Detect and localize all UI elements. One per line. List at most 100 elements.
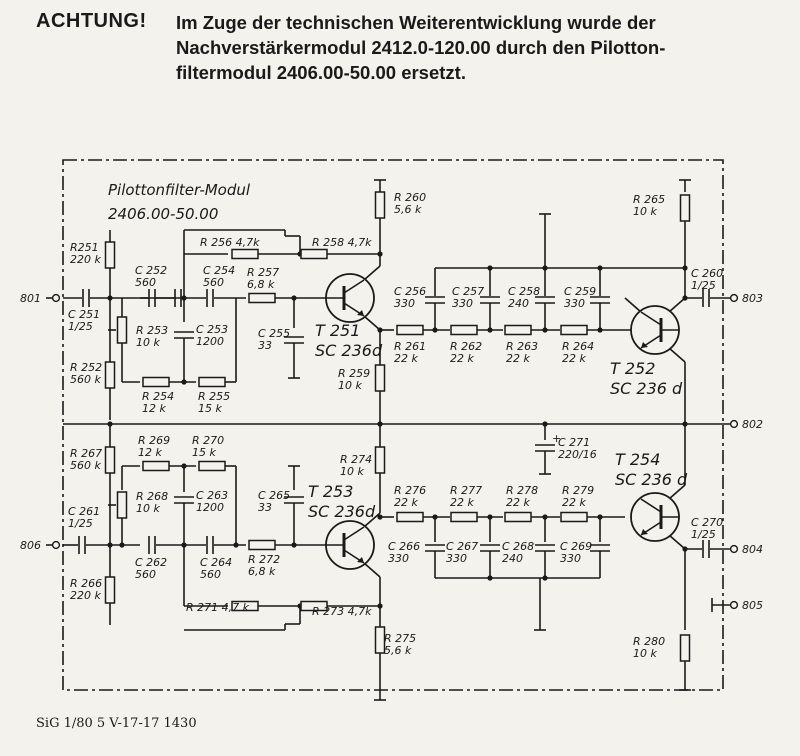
transistor-label-t253: T 253 [308, 482, 353, 501]
resistor-r278 [504, 511, 532, 523]
label-r275: R 275 [384, 632, 416, 645]
label-r267: R 267 [70, 447, 102, 460]
resistor-r259 [374, 364, 386, 392]
capacitor-c259 [590, 296, 610, 304]
resistor-r254 [142, 376, 170, 388]
label-c251: C 251 [68, 308, 100, 321]
junction-dot [377, 514, 383, 520]
label-c256: 330 [394, 297, 415, 310]
resistor-r277 [450, 511, 478, 523]
junction-dot [597, 327, 603, 333]
label-r280: R 280 [633, 635, 665, 648]
resistor-r276 [396, 511, 424, 523]
terminal-label-803: 803 [742, 292, 763, 305]
capacitor-c255 [284, 336, 304, 344]
label-c257: C 257 [452, 285, 484, 298]
terminal-label-804: 804 [742, 543, 763, 556]
capacitor-c264 [206, 536, 214, 554]
transistor-label-t254: T 254 [615, 450, 660, 469]
label-c269: 330 [560, 552, 581, 565]
module-part-number: 2406.00-50.00 [108, 205, 218, 223]
junction-dot [487, 514, 493, 520]
label-c256: C 256 [394, 285, 426, 298]
footer-code: SiG 1/80 5 V-17-17 1430 [36, 716, 197, 731]
capacitor-c252 [148, 289, 156, 307]
label-r278: 22 k [506, 496, 530, 509]
emitter-arrow [641, 342, 648, 348]
label-c257: 330 [452, 297, 473, 310]
label-r255: R 255 [198, 390, 230, 403]
capacitor-c263 [174, 496, 194, 504]
label-r276: 22 k [394, 496, 418, 509]
label-c263: 1200 [196, 501, 224, 514]
resistor-r272 [248, 539, 276, 551]
junction-dot [432, 514, 438, 520]
junction-dot [181, 542, 187, 548]
junction-dot [233, 542, 239, 548]
resistor-r269 [142, 460, 170, 472]
wire [668, 347, 686, 363]
label-r280: 10 k [633, 647, 657, 660]
junction-dot [181, 379, 187, 385]
resistor-r263 [504, 324, 532, 336]
junction-dot [377, 251, 383, 257]
label-r258: R 258 4,7k [312, 236, 372, 249]
wire [363, 315, 381, 331]
transistor-type-t252: SC 236 d [610, 379, 683, 398]
emitter-arrow [357, 557, 364, 563]
capacitor-c260 [702, 289, 710, 307]
label-r271: R 271 4,7 k [186, 601, 250, 614]
resistor-r280 [679, 634, 691, 662]
label-r259: R 259 [338, 367, 370, 380]
label-r272: 6,8 k [248, 565, 276, 578]
terminal-label-806: 806 [20, 539, 41, 552]
label-r261: R 261 [394, 340, 426, 353]
label-r270: R 270 [192, 434, 224, 447]
capacitor-c256 [425, 296, 445, 304]
resistor-r252 [104, 361, 116, 389]
label-r259: 10 k [338, 379, 362, 392]
terminal-804 [729, 544, 739, 554]
wire [363, 265, 381, 281]
label-r265: 10 k [633, 205, 657, 218]
resistor-r257 [248, 292, 276, 304]
module-title: Pilottonfilter-Modul [108, 181, 251, 199]
label-c261: 1/25 [68, 517, 93, 530]
label-r278: R 278 [506, 484, 538, 497]
label-r257: 6,8 k [247, 278, 275, 291]
resistor-r279 [560, 511, 588, 523]
emitter-arrow [641, 529, 648, 535]
junction-dot [542, 575, 548, 581]
polarity-mark: + [552, 432, 561, 445]
resistor-r260 [374, 191, 386, 219]
label-c260: C 260 [691, 267, 723, 280]
label-r274: 10 k [340, 465, 364, 478]
label-r268: R 268 [136, 490, 168, 503]
label-r264: R 264 [562, 340, 594, 353]
terminal-label-802: 802 [742, 418, 763, 431]
transistor-T253 [325, 520, 375, 570]
label-c262: C 262 [135, 556, 167, 569]
junction-dot [107, 295, 113, 301]
junction-dot [682, 265, 688, 271]
label-r274: R 274 [340, 453, 372, 466]
resistor-r264 [560, 324, 588, 336]
label-r256: R 256 4,7k [200, 236, 260, 249]
label-c253: C 253 [196, 323, 228, 336]
label-c255: C 255 [258, 327, 290, 340]
label-r254: 12 k [142, 402, 166, 415]
label-c268: 240 [502, 552, 523, 565]
label-c266: C 266 [388, 540, 420, 553]
transistor-type-t251: SC 236d [315, 341, 383, 360]
label-c267: C 267 [446, 540, 478, 553]
label-c259: 330 [564, 297, 585, 310]
capacitor-c251 [82, 289, 90, 307]
resistor-r258 [300, 248, 328, 260]
capacitor-c266 [425, 544, 445, 552]
capacitor-c267 [480, 544, 500, 552]
label-c267: 330 [446, 552, 467, 565]
junction-dot [432, 327, 438, 333]
label-c266: 330 [388, 552, 409, 565]
resistor-r262 [450, 324, 478, 336]
transistor-label-t251: T 251 [315, 321, 360, 340]
